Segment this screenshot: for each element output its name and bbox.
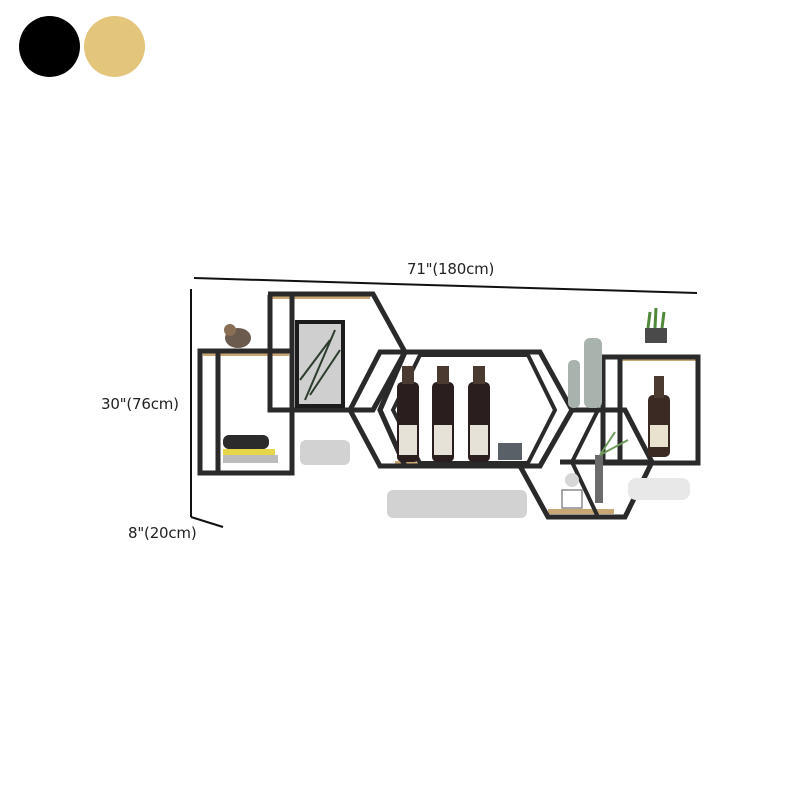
- ox-figurine: [224, 324, 251, 348]
- color-swatch-gold[interactable]: [84, 16, 145, 77]
- depth-dimension-label: 8"(20cm): [128, 524, 197, 542]
- width-dimension-label: 71"(180cm): [407, 260, 495, 278]
- wine-bottles: [397, 366, 490, 462]
- vases: [568, 338, 602, 408]
- flower-arrangement: [561, 431, 629, 509]
- height-dimension-label: 30"(76cm): [101, 395, 179, 413]
- candle-holder: [498, 443, 522, 460]
- single-wine-bottle: [648, 376, 670, 457]
- books-and-speaker: [223, 435, 278, 463]
- color-swatch-black[interactable]: [19, 16, 80, 77]
- hanging-wine-glasses: [300, 440, 690, 518]
- black-frame: [197, 291, 701, 520]
- potted-plant: [645, 307, 667, 343]
- dimension-lines: [190, 277, 698, 528]
- palm-art-frame: [295, 320, 345, 408]
